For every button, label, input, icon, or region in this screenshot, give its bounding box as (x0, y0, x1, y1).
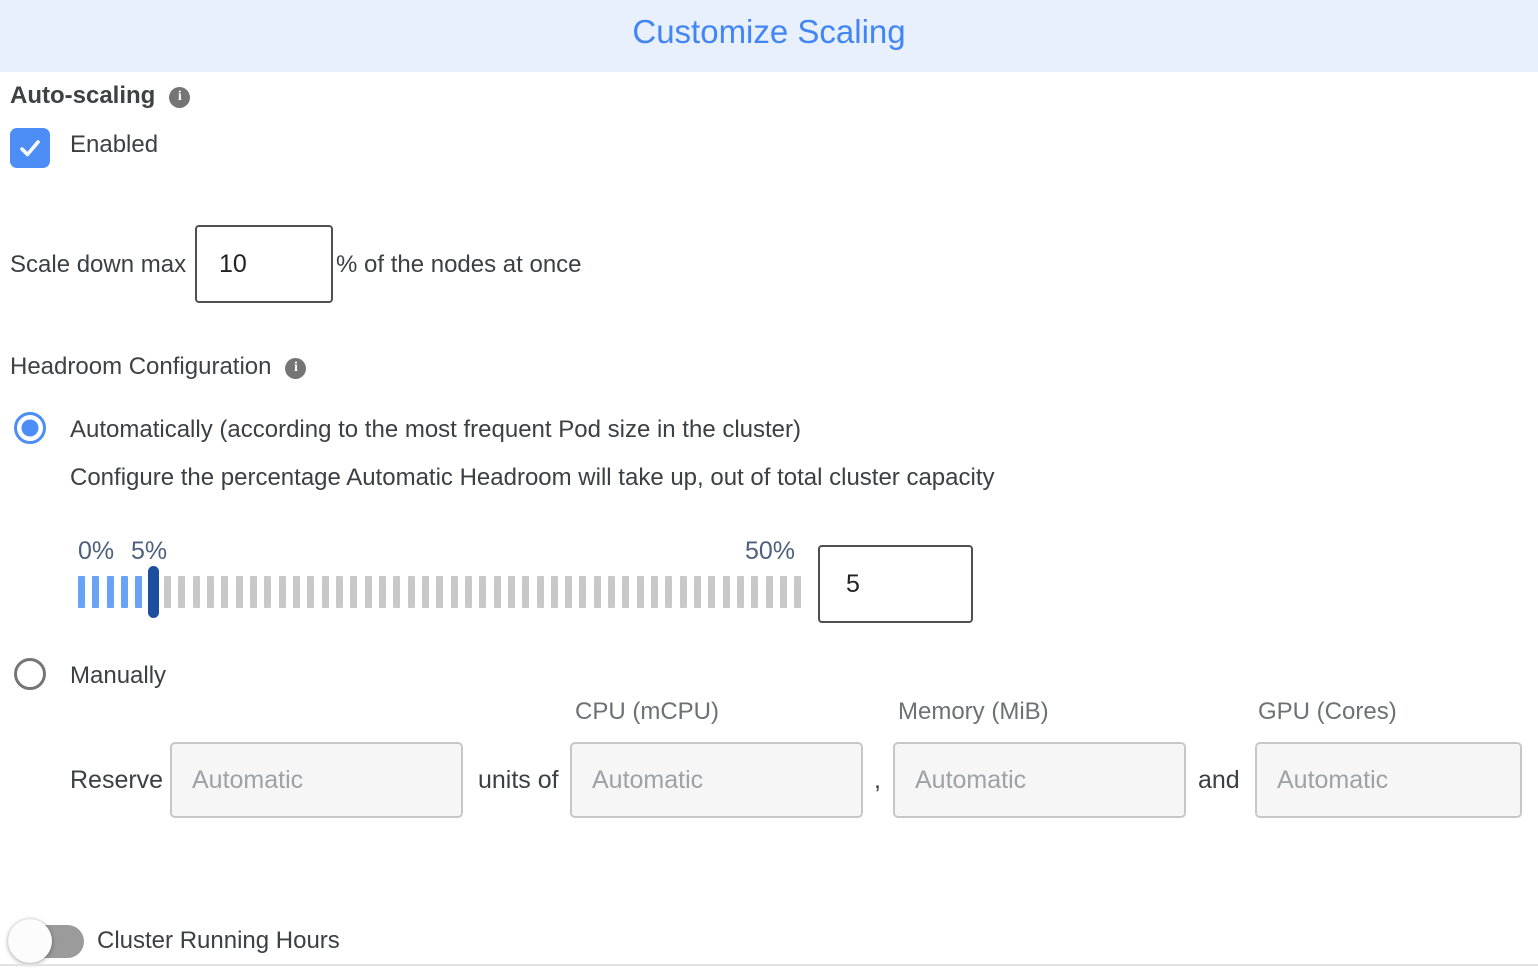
slider-max-label: 50% (745, 537, 796, 565)
slider-tick (92, 576, 100, 608)
slider-tick (479, 576, 487, 608)
slider-tick (608, 576, 616, 608)
headroom-description: Configure the percentage Automatic Headr… (70, 464, 995, 491)
page-title: Customize Scaling (632, 13, 906, 50)
scale-down-max-label: Scale down max (10, 251, 187, 278)
reserve-units-input[interactable] (170, 742, 463, 818)
slider-tick (106, 576, 114, 608)
check-icon (20, 140, 40, 157)
scale-down-max-input[interactable] (195, 225, 333, 303)
units-of-label: units of (478, 765, 559, 794)
dialog-header: Customize Scaling (0, 0, 1538, 72)
slider-tick (235, 576, 243, 608)
slider-tick (450, 576, 458, 608)
slider-tick (694, 576, 702, 608)
slider-tick (249, 576, 257, 608)
info-icon[interactable]: i (285, 357, 307, 379)
slider-tick (622, 576, 630, 608)
slider-tick (737, 576, 745, 608)
slider-min-label: 0% (78, 537, 115, 565)
slider-tick (221, 576, 229, 608)
slider-tick (192, 576, 200, 608)
cpu-column-header: CPU (mCPU) (575, 698, 719, 725)
auto-scaling-label: Auto-scaling (10, 82, 156, 109)
slider-tick (651, 576, 659, 608)
headroom-percentage-input[interactable] (818, 545, 973, 623)
cluster-running-hours-toggle[interactable] (6, 916, 96, 966)
slider-tick (593, 576, 601, 608)
headroom-automatic-radio[interactable] (14, 412, 46, 444)
slider-tick (78, 576, 85, 608)
scale-down-max-suffix: % of the nodes at once (336, 251, 582, 278)
slider-tick (722, 576, 730, 608)
slider-tick (536, 576, 544, 608)
bottom-divider (0, 964, 1538, 966)
headroom-section-label: Headroom Configuration i (10, 353, 307, 381)
headroom-manual-label: Manually (70, 662, 167, 689)
headroom-slider-track[interactable] (78, 566, 802, 618)
gpu-column-header: GPU (Cores) (1258, 698, 1397, 725)
slider-tick (421, 576, 429, 608)
slider-tick (307, 576, 315, 608)
headroom-automatic-label: Automatically (according to the most fre… (70, 416, 802, 443)
auto-scaling-section-label: Auto-scaling i (10, 82, 191, 110)
slider-tick (550, 576, 558, 608)
auto-scaling-enabled-checkbox[interactable] (10, 128, 50, 168)
slider-tick (206, 576, 214, 608)
slider-tick (579, 576, 587, 608)
slider-tick (393, 576, 401, 608)
slider-tick (679, 576, 687, 608)
reserve-label: Reserve (70, 765, 164, 794)
comma-separator: , (874, 765, 881, 794)
headroom-manual-radio[interactable] (14, 658, 46, 690)
slider-tick (378, 576, 386, 608)
slider-tick (794, 576, 802, 608)
slider-tick (120, 576, 128, 608)
slider-tick (135, 576, 143, 608)
slider-tick (522, 576, 530, 608)
slider-tick (565, 576, 573, 608)
and-label: and (1198, 765, 1240, 794)
slider-tick (493, 576, 501, 608)
cluster-running-hours-label: Cluster Running Hours (97, 927, 340, 954)
headroom-configuration-label: Headroom Configuration (10, 353, 272, 380)
slider-tick (780, 576, 788, 608)
info-icon[interactable]: i (169, 86, 191, 108)
enabled-label: Enabled (70, 131, 159, 158)
slider-tick (464, 576, 472, 608)
slider-tick (278, 576, 286, 608)
headroom-slider-handle[interactable] (147, 566, 159, 618)
slider-value-label: 5% (131, 537, 168, 565)
reserve-memory-input[interactable] (893, 742, 1186, 818)
reserve-gpu-input[interactable] (1255, 742, 1522, 818)
slider-tick (751, 576, 759, 608)
slider-tick (436, 576, 444, 608)
slider-tick (178, 576, 186, 608)
memory-column-header: Memory (MiB) (898, 698, 1049, 725)
slider-tick (350, 576, 358, 608)
slider-tick (708, 576, 716, 608)
slider-tick (765, 576, 773, 608)
slider-tick (292, 576, 300, 608)
slider-tick (163, 576, 171, 608)
slider-tick (364, 576, 372, 608)
slider-tick (321, 576, 329, 608)
slider-tick (507, 576, 515, 608)
slider-tick (264, 576, 272, 608)
radio-dot-icon (21, 419, 39, 437)
slider-tick (665, 576, 673, 608)
slider-tick (636, 576, 644, 608)
slider-tick (335, 576, 343, 608)
toggle-knob-icon[interactable] (8, 919, 52, 963)
slider-tick (407, 576, 415, 608)
reserve-cpu-input[interactable] (570, 742, 863, 818)
